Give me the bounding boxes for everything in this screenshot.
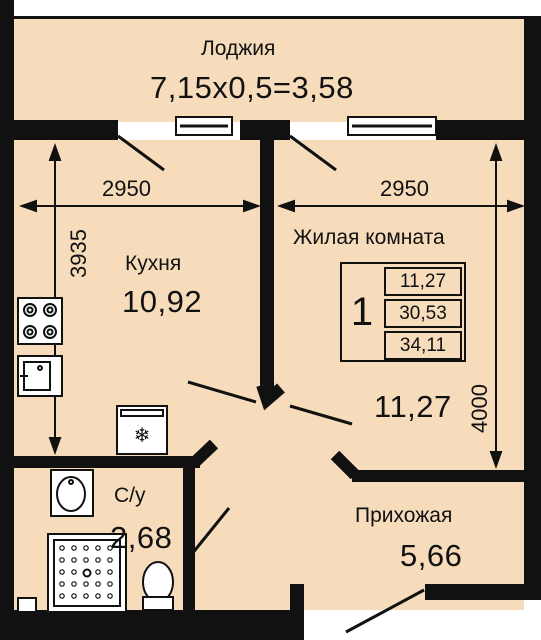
riser-box: [17, 597, 37, 613]
loggia-floor: [14, 16, 524, 122]
dimension-lines: [19, 143, 525, 469]
hallway-area: 5,66: [400, 538, 463, 573]
loggia-name: Лоджия: [201, 37, 276, 60]
entrance-door: [345, 588, 425, 634]
windows: [175, 116, 437, 136]
loggia-left-wall: [0, 0, 14, 140]
hall-wall-stub: [330, 450, 360, 480]
dim-arrow: [489, 451, 503, 469]
kitchen-sink-icon: [17, 355, 63, 397]
kitchen-door: [187, 380, 257, 404]
living-room-name: Жилая комната: [293, 226, 445, 249]
bathroom-name: С/у: [114, 484, 146, 507]
bath-wall-stub: [190, 439, 219, 467]
loggia-right-wall: [524, 16, 541, 140]
living-room-area: 11,27: [374, 389, 452, 424]
window-left: [175, 116, 233, 136]
partition-kitchen-living: [260, 122, 274, 392]
dim-arrow: [243, 199, 261, 213]
partition-fork: [256, 383, 285, 411]
rooms-count: 1: [350, 289, 374, 334]
west-wall: [0, 140, 14, 640]
apartment-summary-box: 1 11,27 30,53 34,11: [340, 262, 466, 362]
washbasin-icon: [50, 469, 94, 517]
dim-arrow: [48, 437, 62, 455]
stove-icon: [17, 297, 63, 345]
svg-text:❄: ❄: [134, 423, 151, 447]
entry-jamb: [290, 584, 304, 640]
dim-arrow: [507, 199, 525, 213]
kitchen-name: Кухня: [125, 252, 182, 275]
north-wall-left: [0, 120, 118, 140]
shower-tray-icon: [47, 533, 127, 613]
south-wall-right: [425, 584, 541, 600]
living-depth-label: 4000: [467, 384, 492, 433]
fixtures: ❄: [17, 297, 174, 613]
kitchen-depth-label: 3935: [66, 229, 91, 278]
partition-bath-top: [14, 456, 200, 468]
kitchen-width-label: 2950: [102, 176, 151, 201]
loggia-top-rail: [14, 16, 524, 19]
kitchen-area: 10,92: [122, 284, 203, 319]
total-area-without-loggia-cell: 30,53: [384, 299, 462, 328]
doors: [117, 134, 425, 634]
dim-arrow: [48, 143, 62, 161]
partition-hall-top: [352, 470, 524, 482]
living-width-label: 2950: [380, 176, 429, 201]
partition-bath-right: [183, 456, 195, 610]
bathroom-area: 2,68: [110, 520, 173, 555]
fridge-icon: ❄: [116, 405, 168, 455]
living-door: [289, 404, 353, 426]
toilet-icon: [142, 561, 174, 611]
loggia-area: 7,15x0,5=3,58: [150, 70, 354, 105]
hallway-name: Прихожая: [355, 504, 453, 527]
total-area-cell: 34,11: [384, 331, 462, 360]
living-area-cell: 11,27: [384, 267, 462, 296]
living-loggia-door: [289, 134, 337, 172]
dim-arrow: [489, 143, 503, 161]
east-wall: [524, 140, 541, 600]
dim-arrow: [19, 199, 37, 213]
dim-arrow: [277, 199, 295, 213]
south-wall: [0, 610, 290, 640]
wall-stubs: [190, 383, 360, 480]
window-right: [347, 116, 437, 136]
kitchen-loggia-door: [117, 134, 165, 172]
bath-door: [185, 507, 231, 561]
north-wall-right: [436, 120, 541, 140]
